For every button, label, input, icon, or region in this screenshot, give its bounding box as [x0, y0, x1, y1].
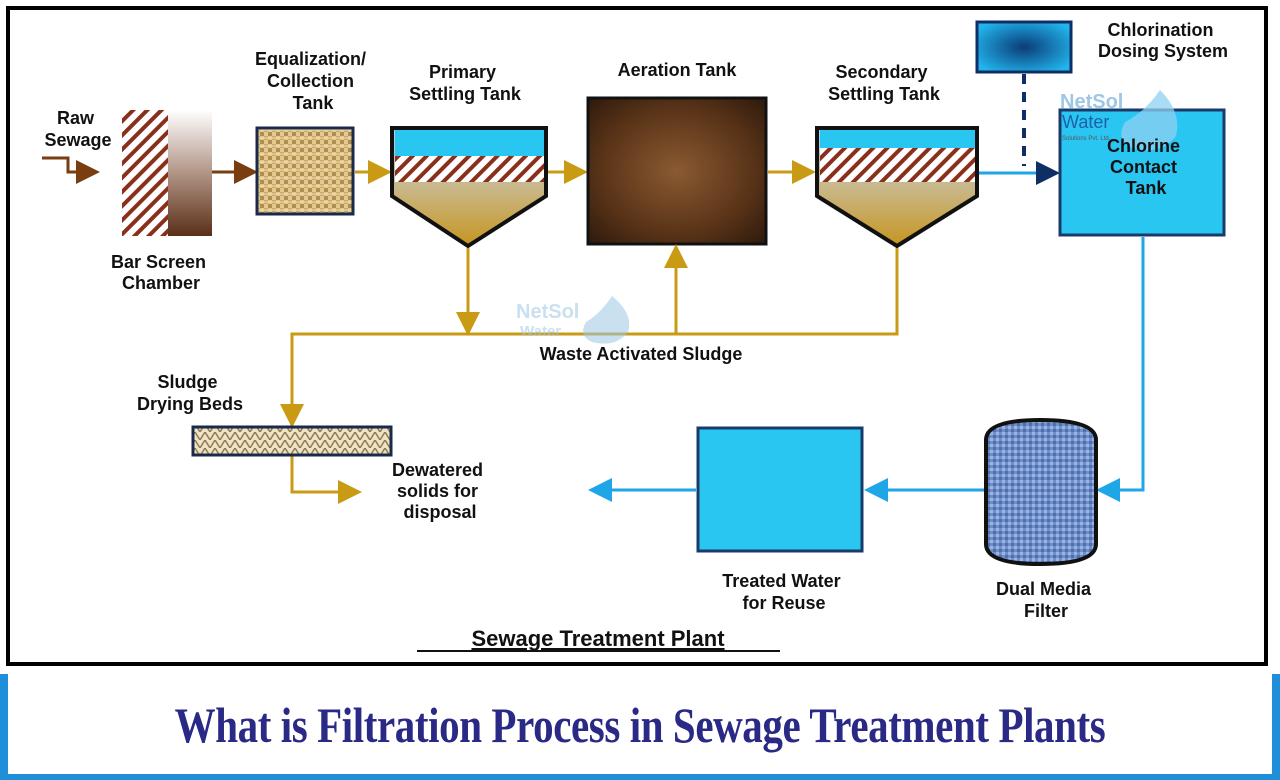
label-equalization: Equalization/ Collection Tank [255, 49, 371, 113]
label-chlorination: Chlorination Dosing System [1098, 20, 1228, 61]
label-dual-media: Dual Media Filter [996, 579, 1096, 621]
logo-brand-bottom: Water [1062, 112, 1109, 132]
diagram-title: Sewage Treatment Plant [471, 626, 725, 651]
bottom-banner: What is Filtration Process in Sewage Tre… [0, 674, 1280, 780]
logo-brand-top: NetSol [1060, 91, 1123, 113]
treated-water-tank [696, 426, 864, 553]
label-bar-screen: Bar Screen Chamber [111, 252, 211, 293]
treated-water-lines [588, 237, 1145, 502]
logo-center-brand-top: NetSol [516, 301, 579, 323]
logo-tagline: Solutions Pvt. Ltd. [1062, 136, 1111, 142]
banner-title: What is Filtration Process in Sewage Tre… [174, 697, 1106, 753]
dual-media-filter [984, 417, 1098, 567]
label-chlorine-contact: Chlorine Contact Tank [1107, 136, 1185, 198]
label-secondary: Secondary Settling Tank [828, 62, 941, 104]
label-primary: Primary Settling Tank [409, 62, 522, 104]
bar-screen-chamber [122, 110, 212, 236]
label-dewatered: Dewatered solids for disposal [392, 460, 488, 522]
chlorination-dosing-box [975, 20, 1073, 74]
label-sludge-beds: Sludge Drying Beds [137, 372, 243, 414]
netsol-logo-top: NetSol Water Solutions Pvt. Ltd. [1060, 90, 1178, 151]
netsol-logo-center: NetSol Water [516, 296, 630, 344]
label-raw-sewage: Raw Sewage [44, 108, 111, 150]
primary-settling-tank [390, 126, 548, 249]
aeration-tank [586, 96, 768, 246]
sludge-drying-bed [191, 425, 393, 457]
logo-center-brand-bottom: Water [520, 323, 561, 340]
secondary-settling-tank [815, 126, 979, 249]
equalization-tank [255, 126, 355, 216]
banner-bottom-border [0, 774, 1280, 780]
label-treated-water: Treated Water for Reuse [722, 571, 845, 613]
label-aeration: Aeration Tank [618, 60, 738, 80]
banner-right-border [1272, 674, 1280, 780]
banner-left-border [0, 674, 8, 780]
label-waste-sludge: Waste Activated Sludge [540, 344, 743, 364]
raw-sewage-arrow [42, 156, 100, 184]
